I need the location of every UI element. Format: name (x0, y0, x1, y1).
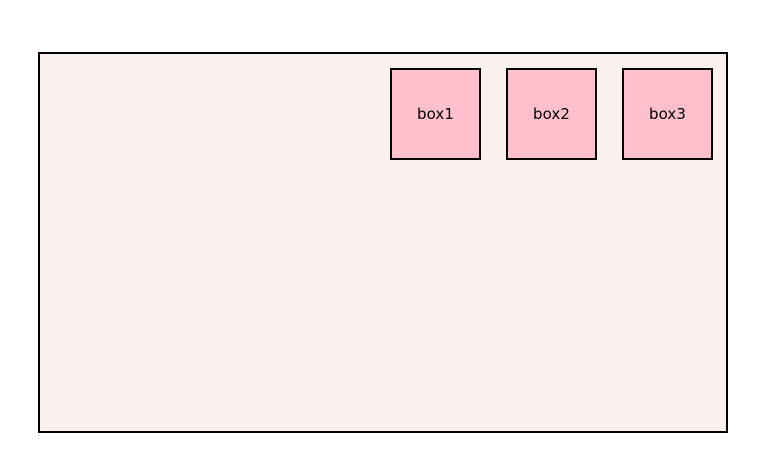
flex-item-label: box3 (648, 104, 687, 123)
flex-item-box3[interactable]: box3 (622, 68, 713, 160)
flex-item-box1[interactable]: box1 (390, 68, 481, 160)
flex-item-label: box2 (532, 104, 571, 123)
flex-container: box1 box2 box3 (38, 52, 728, 433)
flex-item-label: box1 (416, 104, 455, 123)
flex-item-box2[interactable]: box2 (506, 68, 597, 160)
